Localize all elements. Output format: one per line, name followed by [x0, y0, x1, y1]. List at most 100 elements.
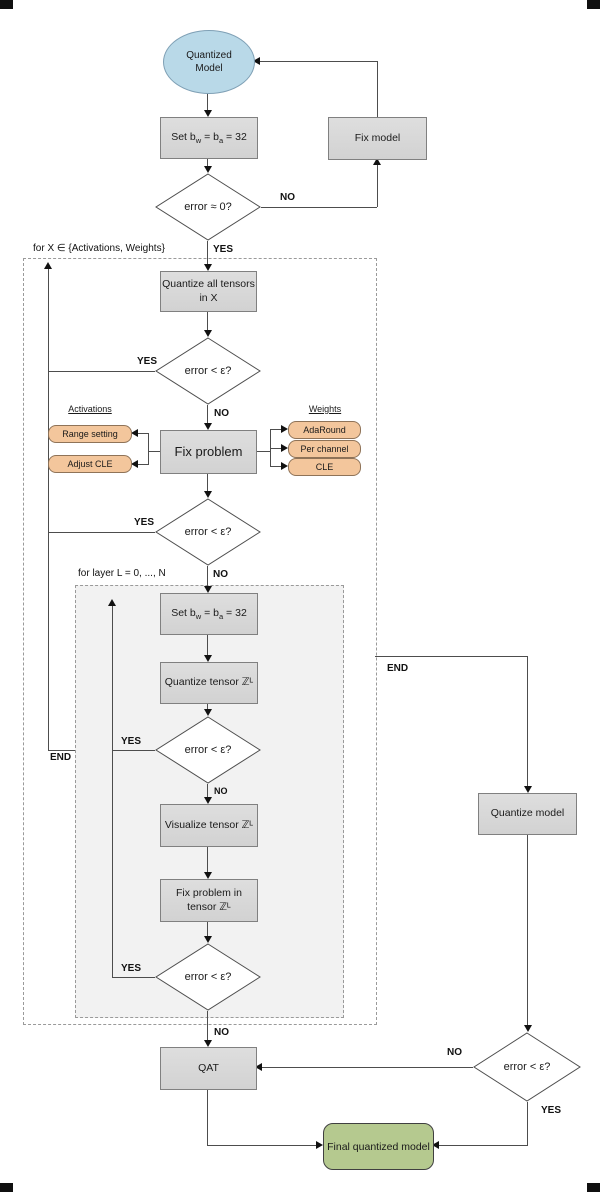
edge [148, 433, 149, 465]
edge [207, 784, 208, 798]
arrow-down-icon [204, 709, 212, 716]
arrow-up-icon [108, 599, 116, 606]
arrow-down-icon [204, 330, 212, 337]
node-visualize-tensor: Visualize tensor ℤᴸ [160, 804, 258, 847]
arrow-down-icon [204, 1040, 212, 1047]
edge [207, 920, 208, 937]
decision-error-eps-4: error < ε? [155, 943, 261, 1011]
outer-loop-box [23, 258, 377, 1025]
node-qat: QAT [160, 1047, 257, 1090]
edge [207, 633, 208, 656]
activations-heading: Activations [68, 404, 112, 414]
edge [207, 310, 208, 331]
edge [112, 606, 113, 977]
edge-label-yes: YES [121, 963, 142, 974]
decision-error-eps-2: error < ε? [155, 498, 261, 566]
edge [112, 977, 155, 978]
pill-adaround: AdaRound [288, 421, 361, 439]
edge-label-no: NO [214, 1027, 229, 1038]
edge [48, 371, 155, 372]
edge [207, 1011, 208, 1041]
arrow-down-icon [204, 797, 212, 804]
edge [137, 464, 148, 465]
edge [260, 61, 377, 62]
edge-label-no: NO [214, 786, 228, 796]
arrow-down-icon [204, 655, 212, 662]
edge [377, 165, 378, 207]
arrow-up-icon [44, 262, 52, 269]
edge [207, 92, 208, 111]
edge-label-end-right: END [387, 663, 409, 674]
edge [207, 702, 208, 710]
node-fix-problem: Fix problem [160, 430, 257, 474]
corner-mark [0, 1183, 13, 1192]
arrow-down-icon [204, 264, 212, 271]
edge [48, 532, 155, 533]
edge [377, 61, 378, 117]
arrow-left-icon [131, 429, 138, 437]
decision-error-zero: error ≈ 0? [155, 173, 261, 241]
arrow-right-icon [281, 425, 288, 433]
edge-label-no: NO [213, 569, 228, 580]
edge [207, 566, 208, 587]
node-quantize-tensor: Quantize tensor ℤᴸ [160, 662, 258, 704]
arrow-right-icon [316, 1141, 323, 1149]
node-quantized-model: Quantized Model [163, 30, 255, 94]
decision-error-eps-3: error < ε? [155, 716, 261, 784]
edge [137, 433, 148, 434]
arrow-down-icon [524, 1025, 532, 1032]
edge [527, 656, 528, 787]
arrow-down-icon [204, 166, 212, 173]
pill-per-channel: Per channel [288, 440, 361, 458]
edge [207, 845, 208, 873]
edge [255, 451, 270, 452]
arrow-down-icon [204, 110, 212, 117]
arrow-right-icon [281, 462, 288, 470]
arrow-left-icon [255, 1063, 262, 1071]
node-fix-model: Fix model [328, 117, 427, 160]
edge [207, 1145, 317, 1146]
edge-label-yes: YES [134, 517, 155, 528]
edge [207, 1088, 208, 1145]
arrow-up-icon [373, 158, 381, 165]
pill-adjust-cle: Adjust CLE [48, 455, 132, 473]
edge [270, 429, 282, 430]
corner-mark [587, 1183, 600, 1192]
arrow-down-icon [524, 786, 532, 793]
arrow-down-icon [204, 491, 212, 498]
edge [48, 269, 49, 751]
node-quantize-all-tensors: Quantize all tensors in X [160, 271, 257, 312]
corner-mark [0, 0, 13, 9]
weights-heading: Weights [308, 404, 342, 414]
pill-cle: CLE [288, 458, 361, 476]
edge [270, 448, 282, 449]
arrow-left-icon [432, 1141, 439, 1149]
edge-label-yes: YES [541, 1105, 562, 1116]
edge [207, 472, 208, 492]
node-final-quantized-model: Final quantized model [323, 1123, 434, 1170]
edge [375, 656, 527, 657]
outer-loop-label: for X ∈ {Activations, Weights} [33, 243, 165, 254]
edge [270, 466, 282, 467]
node-set-bitwidth-32-inner: Set bw = ba = 32 [160, 593, 258, 635]
arrow-down-icon [204, 423, 212, 430]
edge [527, 1102, 528, 1145]
edge [148, 451, 160, 452]
edge [48, 750, 75, 751]
edge-label-yes: YES [213, 244, 234, 255]
edge-label-yes: YES [121, 736, 142, 747]
edge-label-yes: YES [137, 356, 158, 367]
edge [527, 833, 528, 1026]
edge-label-end-left: END [50, 752, 72, 763]
node-set-bitwidth-32: Set bw = ba = 32 [160, 117, 258, 159]
corner-mark [587, 0, 600, 9]
arrow-left-icon [131, 460, 138, 468]
arrow-left-icon [253, 57, 260, 65]
arrow-right-icon [281, 444, 288, 452]
inner-loop-label: for layer L = 0, ..., N [78, 568, 166, 579]
edge [262, 1067, 473, 1068]
arrow-down-icon [204, 586, 212, 593]
decision-error-eps-1: error < ε? [155, 337, 261, 405]
edge [207, 405, 208, 424]
arrow-down-icon [204, 936, 212, 943]
